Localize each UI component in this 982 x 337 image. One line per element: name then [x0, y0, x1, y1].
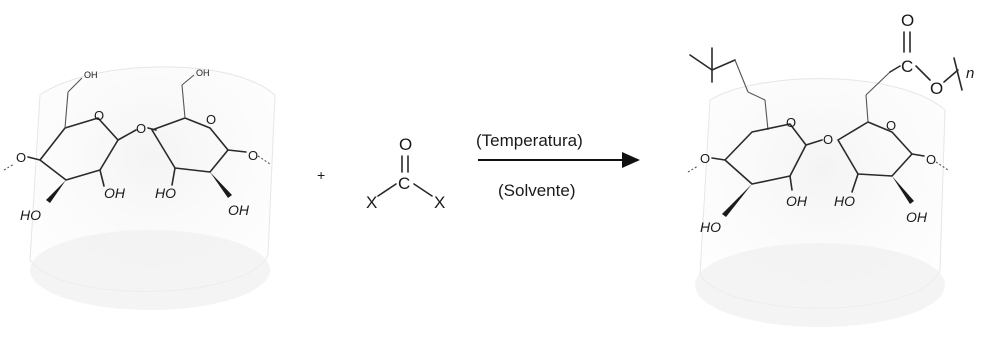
product-cone-base [695, 243, 945, 327]
reactant-left-oh-bond [99, 169, 105, 187]
product-left-chain-5 [764, 99, 769, 131]
reagent-right-group: X [434, 193, 445, 212]
reactant-bridge-oxygen-left: O [16, 150, 26, 165]
reagent-carbonyl-oxygen: O [399, 135, 412, 154]
product-hydroxyl-0: OH [786, 193, 808, 209]
reactant-right-oh-top: OH [196, 68, 210, 78]
product-hydroxyl-1: HO [700, 219, 721, 235]
product-right-ch2-o [865, 71, 891, 96]
reagent-carbon: C [398, 174, 410, 193]
reactant-left-bridge-bond [117, 129, 137, 141]
product-left-chain-4 [747, 91, 766, 101]
product-left-wedge [722, 184, 752, 217]
reactant-right-ch2 [181, 84, 186, 119]
product-carbonate-bond-1 [889, 65, 901, 73]
reactant-right-ch2-oh [181, 74, 195, 86]
product-left-chain-1 [689, 54, 713, 71]
reagent-carbonyl: O C X X [366, 135, 445, 212]
reactant-bridge-oxygen-right: O [248, 148, 258, 163]
product-carbonate-carbon: C [901, 57, 913, 76]
reactant-right-ring-oxygen: O [206, 112, 216, 127]
product-left-ring-oxygen: O [786, 115, 796, 130]
product-carbonate-bond-2 [915, 65, 931, 81]
reactant-left-ring-oxygen: O [94, 108, 104, 123]
product-left-chain-2 [711, 59, 736, 71]
reactant-right-outer-bond [227, 149, 247, 153]
product-right-ch2 [865, 94, 869, 123]
reactant-hydroxyl-2: HO [155, 185, 176, 201]
arrow-head [622, 152, 640, 168]
product-left-bridge-bond [805, 139, 823, 146]
reactant-left-outer-bond [27, 156, 41, 161]
arrow-label-temperature: (Temperatura) [476, 131, 583, 150]
product-left-dash [687, 165, 699, 173]
product-bridge-oxygen-center: O [823, 132, 833, 147]
product-cyclodextrin-polycarbonate: O O O HO OH O O HO OH C O O n [687, 11, 974, 327]
product-left-oh-bond [789, 175, 793, 191]
product-carbonate-bond-3 [943, 69, 959, 83]
reactant-hydroxyl-0: OH [104, 185, 126, 201]
reactant-bridge-to-right [147, 127, 157, 131]
product-right-outer-bond [911, 153, 925, 157]
product-ester-oxygen: O [930, 79, 943, 98]
plus-sign: + [317, 167, 325, 183]
reactant-bridge-oxygen-center: O [136, 121, 146, 136]
reactant-right-wedge [210, 172, 232, 198]
arrow-label-solvent: (Solvente) [498, 181, 575, 200]
reactant-cyclodextrin: OH O O O HO OH OH O O HO OH [3, 66, 276, 310]
product-right-wedge [892, 176, 914, 204]
product-repeat-subscript: n [966, 65, 974, 82]
product-right-oh-bond-1 [851, 173, 859, 193]
reactant-left-oh-top: OH [84, 70, 98, 80]
reactant-right-oh-bond-1 [171, 167, 176, 186]
reagent-left-bond [377, 183, 397, 197]
reactant-left-ch2-oh [67, 77, 83, 93]
product-bridge-oxygen-right: O [926, 152, 936, 167]
product-carbonate-oxygen: O [901, 11, 914, 30]
reagent-right-bond [413, 183, 433, 197]
product-hydroxyl-2: HO [834, 193, 855, 209]
reactant-cone-base [30, 230, 270, 310]
reagent-left-group: X [366, 193, 377, 212]
reactant-left-dash [3, 163, 15, 171]
product-left-outer-bond [711, 157, 726, 161]
reactant-left-wedge [46, 180, 66, 203]
reactant-hydroxyl-1: HO [20, 207, 41, 223]
reactant-left-ch2 [64, 91, 69, 129]
product-right-dash [935, 161, 949, 171]
product-repeat-bracket [953, 57, 963, 91]
reaction-arrow: (Temperatura) (Solvente) [476, 131, 640, 200]
reactant-right-dash [257, 155, 271, 165]
product-hydroxyl-3: OH [906, 209, 928, 225]
product-right-ring-oxygen: O [886, 118, 896, 133]
product-left-chain-3 [734, 59, 749, 93]
reactant-hydroxyl-3: OH [228, 202, 250, 218]
product-bridge-oxygen-left: O [700, 151, 710, 166]
